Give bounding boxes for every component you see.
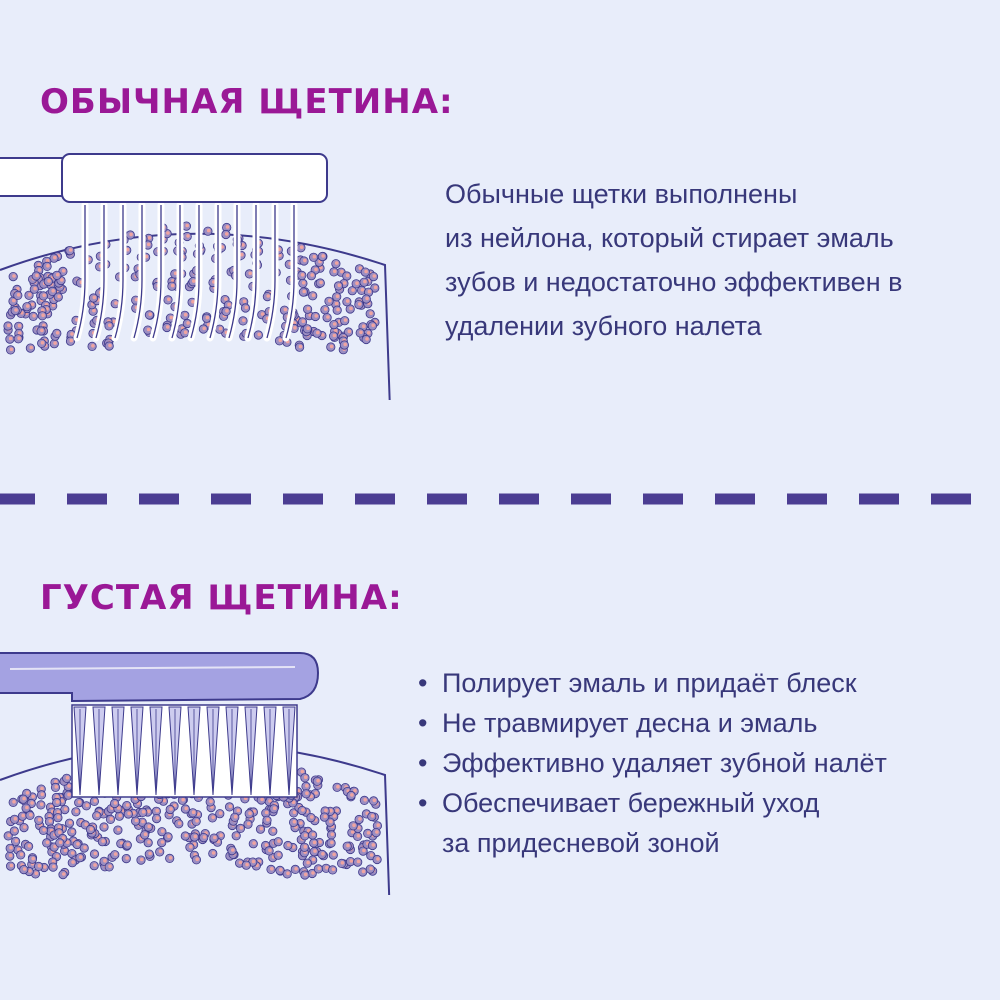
benefit-text: Полирует эмаль и придаёт блеск [442, 668, 857, 698]
benefit-text: за придесневой зоной [442, 828, 720, 858]
benefit-item: • Полирует эмаль и придаёт блеск [418, 663, 887, 703]
bullet-icon: • [418, 668, 428, 698]
sparse-bristle-toothbrush-icon [0, 153, 391, 400]
benefit-text: Обеспечивает бережный уход [442, 788, 820, 818]
toothbrush-handle [0, 652, 320, 703]
benefit-item: • Обеспечивает бережный уход [418, 783, 887, 823]
sparse-bristles [73, 201, 298, 342]
description-line: Обычные щетки выполнены [445, 179, 798, 209]
toothbrush-handle [0, 153, 328, 203]
bullet-icon: • [418, 708, 428, 738]
bullet-icon: • [418, 748, 428, 778]
benefit-item: • Эффективно удаляет зубной налёт [418, 743, 887, 783]
benefit-text: Эффективно удаляет зубной налёт [442, 748, 887, 778]
dense-bristle-heading: ГУСТАЯ ЩЕТИНА: [40, 578, 403, 618]
description-line: удалении зубного налета [445, 311, 762, 341]
section-divider [0, 493, 1000, 505]
benefit-text: Не травмирует десна и эмаль [442, 708, 818, 738]
bristle-block [71, 704, 298, 798]
regular-bristle-description: Обычные щетки выполнены из нейлона, кото… [445, 172, 902, 348]
dense-bristle-benefits: • Полирует эмаль и придаёт блеск • Не трав… [418, 663, 887, 863]
handle-neck [0, 157, 68, 197]
benefit-item: • Не травмирует десна и эмаль [418, 703, 887, 743]
bullet-icon: • [418, 788, 428, 818]
dense-bristles [71, 704, 298, 798]
brush-head [0, 652, 320, 703]
description-line: из нейлона, который стирает эмаль [445, 223, 894, 253]
regular-bristle-heading: ОБЫЧНАЯ ЩЕТИНА: [40, 82, 454, 122]
benefit-item: за придесневой зоной [418, 823, 887, 863]
brush-head [61, 153, 328, 203]
handle-highlight [9, 666, 296, 670]
dense-bristle-toothbrush-icon [0, 652, 391, 895]
description-line: зубов и недостаточно эффективен в [445, 267, 903, 297]
